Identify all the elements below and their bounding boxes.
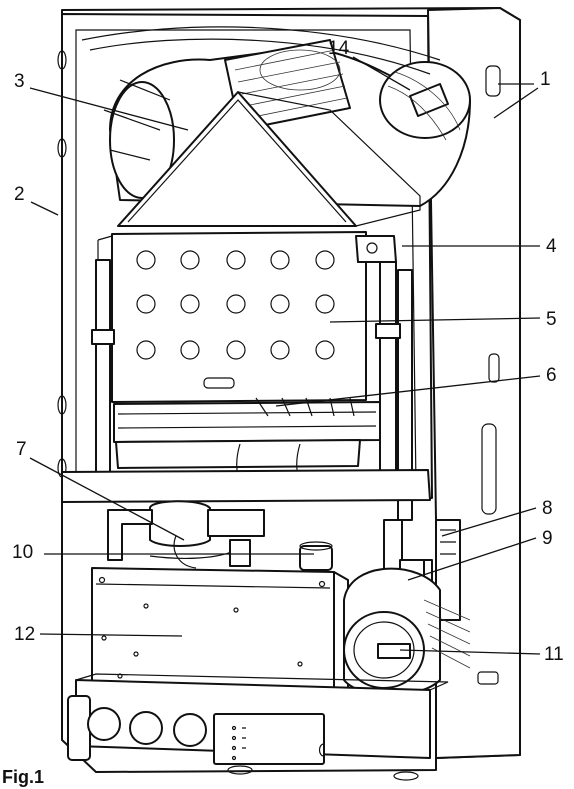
callout-11: 11 (544, 644, 564, 665)
callout-1: 1 (540, 69, 551, 90)
frame-mounting-holes (57, 50, 67, 478)
callout-labels: 1 2 3 4 5 6 7 8 9 10 11 12 14 (12, 38, 564, 665)
callout-leaders (29, 56, 541, 655)
callout-9: 9 (542, 528, 553, 549)
callout-8: 8 (542, 498, 553, 519)
callout-10: 10 (12, 542, 33, 563)
combustion-chamber (97, 231, 397, 420)
callout-2: 2 (14, 184, 25, 205)
fan-assembly (81, 26, 471, 207)
connection-fittings (229, 539, 333, 571)
callout-6: 6 (546, 365, 557, 386)
side-panel-slots (477, 65, 501, 685)
callout-5: 5 (546, 309, 557, 330)
callout-4: 4 (546, 236, 557, 257)
frame-bottom-bar (61, 469, 431, 503)
circulation-pump (343, 567, 471, 696)
callout-3: 3 (14, 71, 25, 92)
combustion-hood (117, 91, 421, 227)
callout-7: 7 (16, 439, 27, 460)
figure-caption: Fig.1 (2, 767, 44, 787)
gas-valve (107, 500, 265, 569)
callout-14: 14 (328, 38, 350, 59)
chamber-holes (136, 250, 335, 360)
callout-12: 12 (14, 624, 35, 645)
control-box (91, 567, 349, 691)
base-control-panel (67, 673, 449, 781)
boiler-illustration (57, 7, 521, 781)
burner (113, 397, 381, 469)
